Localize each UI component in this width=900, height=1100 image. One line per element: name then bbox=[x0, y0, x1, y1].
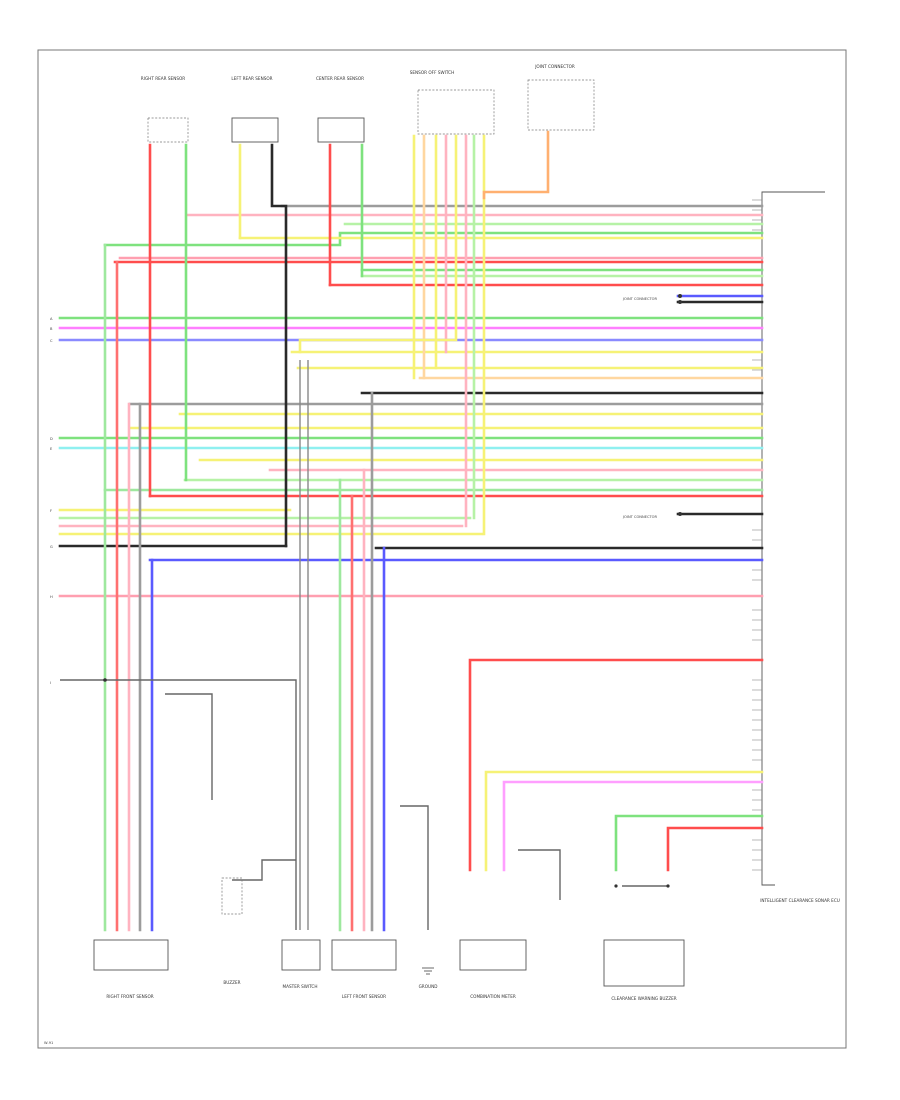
bottom-3-box bbox=[281, 939, 321, 971]
junction-dots bbox=[103, 294, 682, 888]
footer-code: W-91 bbox=[44, 1041, 53, 1045]
wire-magenta-2 bbox=[502, 780, 764, 872]
ecu-pin-ticks bbox=[752, 199, 762, 871]
wire-red-5 bbox=[666, 826, 764, 872]
diagram-frame bbox=[37, 49, 847, 1049]
wire-orange-v9 bbox=[482, 130, 550, 200]
bottom-7-box bbox=[603, 939, 685, 987]
label-bottom-4: LEFT FRONT SENSOR bbox=[342, 994, 386, 999]
label-top-sensor-3: CENTER REAR SENSOR bbox=[316, 76, 364, 81]
ground-symbol bbox=[422, 967, 434, 975]
top-sensor-1-box bbox=[147, 117, 189, 143]
label-bottom-2: BUZZER bbox=[223, 980, 240, 985]
wire-gray-v15 bbox=[60, 679, 297, 930]
wire-gray-buzzer bbox=[165, 693, 213, 800]
svg-text:C: C bbox=[50, 339, 53, 343]
bottom-2-box bbox=[221, 877, 243, 915]
svg-text:D: D bbox=[50, 437, 53, 441]
bottom-4-box bbox=[331, 939, 397, 971]
svg-text:B: B bbox=[50, 327, 53, 331]
label-top-sensor-1: RIGHT REAR SENSOR bbox=[141, 76, 185, 81]
label-bottom-5: GROUND bbox=[419, 984, 438, 989]
svg-text:E: E bbox=[50, 447, 53, 451]
svg-text:G: G bbox=[50, 545, 53, 549]
svg-text:A: A bbox=[50, 317, 53, 321]
svg-text:F: F bbox=[50, 509, 52, 513]
label-junction-2: JOINT CONNECTOR bbox=[622, 515, 657, 519]
wire-green-7 bbox=[614, 814, 764, 872]
label-bottom-6: COMBINATION METER bbox=[470, 994, 516, 999]
wire-gray-ground bbox=[400, 805, 429, 930]
label-top-switch: SENSOR OFF SWITCH bbox=[410, 70, 455, 75]
svg-text:H: H bbox=[50, 595, 53, 599]
wire-black-v2 bbox=[270, 143, 288, 548]
wire-yellow-v6 bbox=[298, 134, 458, 354]
wire-gray-switch bbox=[232, 859, 296, 881]
label-top-sensor-2: LEFT REAR SENSOR bbox=[231, 76, 272, 81]
left-reference-markers: A B C D E F G H I bbox=[50, 317, 53, 685]
label-bottom-1: RIGHT FRONT SENSOR bbox=[106, 994, 153, 999]
right-module-outline bbox=[761, 191, 825, 886]
top-sensor-3-box bbox=[317, 117, 365, 143]
top-sensor-2-box bbox=[231, 117, 279, 143]
svg-text:I: I bbox=[50, 681, 51, 685]
bottom-1-box bbox=[93, 939, 169, 971]
label-junction-1: JOINT CONNECTOR bbox=[622, 297, 657, 301]
label-right-module: INTELLIGENT CLEARANCE SONAR ECU bbox=[760, 898, 840, 903]
label-bottom-7: CLEARANCE WARNING BUZZER bbox=[611, 996, 676, 1001]
wire-gray-meter bbox=[518, 849, 561, 900]
wire-yellow-9 bbox=[484, 770, 764, 872]
top-connector-box bbox=[527, 79, 595, 131]
top-switch-box bbox=[417, 89, 495, 135]
bottom-6-box bbox=[459, 939, 527, 971]
label-top-connector: JOINT CONNECTOR bbox=[534, 64, 575, 69]
wire-red-4 bbox=[468, 658, 764, 872]
label-bottom-3: MASTER SWITCH bbox=[283, 984, 318, 989]
